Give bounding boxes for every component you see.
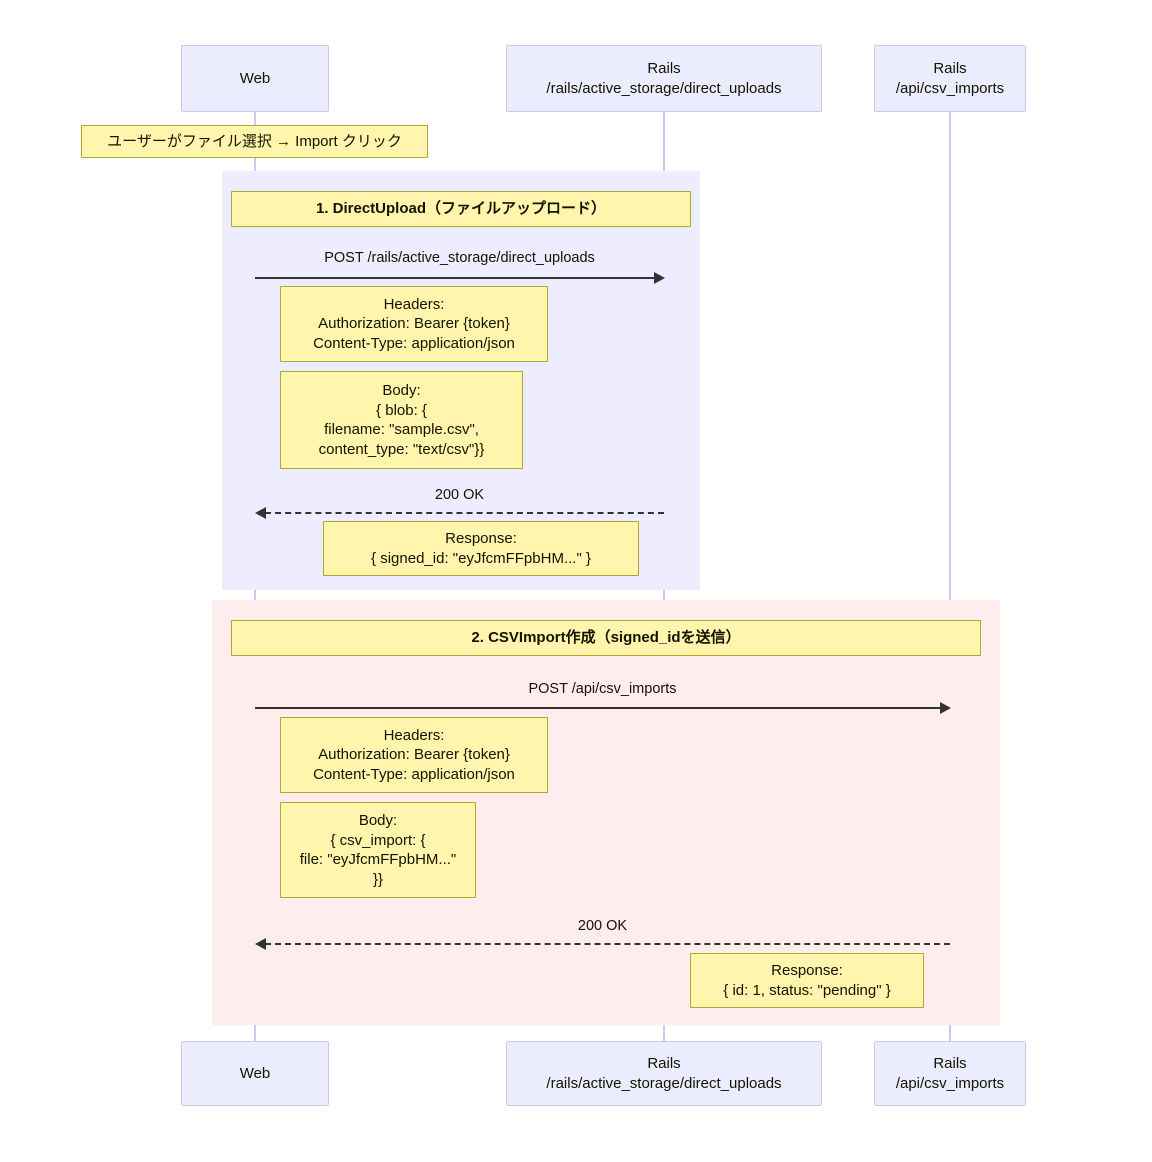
participant-direct-uploads-top-line2: /rails/active_storage/direct_uploads	[546, 79, 782, 97]
participant-web-bottom-line1: Web	[239, 1064, 271, 1082]
participant-csv-imports-bottom-line1: Rails	[933, 1054, 967, 1072]
participant-csv-imports-bottom-line2: /api/csv_imports	[895, 1074, 1005, 1092]
message-arrowhead-post-direct-uploads	[654, 272, 665, 284]
note-headers-csvimport: Headers: Authorization: Bearer {token} C…	[280, 717, 548, 793]
note-body-csvimport-line1: Body:	[358, 812, 398, 829]
note-body-direct-upload-line1: Body:	[382, 382, 421, 399]
note-response-csvimport-line2: { id: 1, status: "pending" }	[723, 981, 891, 999]
participant-direct-uploads-top-line1: Rails	[647, 59, 681, 77]
message-arrowhead-post-csv-imports	[940, 702, 951, 714]
note-response-direct-upload-line2: { signed_id: "eyJfcmFFpbHM..." }	[371, 549, 591, 567]
participant-web-top: Web	[181, 45, 329, 112]
note-response-direct-upload: Response: { signed_id: "eyJfcmFFpbHM..."…	[323, 521, 639, 576]
message-line-200-ok-direct-upload	[265, 512, 664, 514]
note-body-direct-upload-line3: filename: "sample.csv",	[324, 421, 479, 438]
participant-csv-imports-top-line2: /api/csv_imports	[895, 79, 1005, 97]
note-body-csvimport-line3: file: "eyJfcmFFpbHM..."	[299, 851, 457, 868]
message-label-200-ok-csvimport: 200 OK	[577, 918, 628, 934]
message-arrowhead-200-ok-csvimport	[255, 938, 266, 950]
note-body-direct-upload-line4: content_type: "text/csv"}}	[318, 440, 485, 458]
note-body-csvimport-line4: }}	[372, 870, 384, 888]
message-line-post-csv-imports	[255, 707, 941, 709]
note-response-csvimport: Response: { id: 1, status: "pending" }	[690, 953, 924, 1008]
note-user-action: ユーザーがファイル選択 → Import クリック	[81, 125, 428, 158]
block-label-csvimport-create: 2. CSVImport作成（signed_idを送信）	[231, 620, 981, 656]
message-label-post-direct-uploads: POST /rails/active_storage/direct_upload…	[324, 250, 595, 266]
note-headers-direct-upload-line1: Headers:	[383, 295, 445, 313]
note-body-csvimport: Body: { csv_import: { file: "eyJfcmFFpbH…	[280, 802, 476, 898]
note-body-direct-upload: Body: { blob: { filename: "sample.csv", …	[280, 371, 523, 469]
note-headers-csvimport-line3: Content-Type: application/json	[313, 765, 515, 783]
message-line-post-direct-uploads	[255, 277, 655, 279]
message-label-200-ok-direct-upload: 200 OK	[434, 487, 485, 503]
note-body-csvimport-line2: { csv_import: {	[330, 831, 426, 849]
participant-csv-imports-top: Rails /api/csv_imports	[874, 45, 1026, 112]
participant-direct-uploads-bottom: Rails /rails/active_storage/direct_uploa…	[506, 1041, 822, 1106]
message-line-200-ok-csvimport	[265, 943, 950, 945]
note-body-direct-upload-line2: { blob: {	[376, 401, 427, 419]
block-label-direct-upload: 1. DirectUpload（ファイルアップロード）	[231, 191, 691, 227]
message-label-post-csv-imports: POST /api/csv_imports	[528, 681, 677, 697]
block-label-direct-upload-text: 1. DirectUpload（ファイルアップロード）	[315, 200, 607, 218]
note-headers-csvimport-line2: Authorization: Bearer {token}	[318, 746, 510, 764]
block-label-csvimport-create-text: 2. CSVImport作成（signed_idを送信）	[471, 629, 741, 647]
note-headers-csvimport-line1: Headers:	[383, 726, 445, 744]
participant-direct-uploads-bottom-line1: Rails	[647, 1054, 681, 1072]
lifeline-csv-imports	[949, 112, 951, 1042]
note-headers-direct-upload-line3: Content-Type: application/json	[313, 334, 515, 352]
participant-web-bottom: Web	[181, 1041, 329, 1106]
note-response-direct-upload-line1: Response:	[445, 530, 517, 547]
note-headers-direct-upload-line2: Authorization: Bearer {token}	[318, 315, 510, 333]
participant-csv-imports-top-line1: Rails	[933, 59, 967, 77]
participant-csv-imports-bottom: Rails /api/csv_imports	[874, 1041, 1026, 1106]
message-arrowhead-200-ok-direct-upload	[255, 507, 266, 519]
participant-direct-uploads-bottom-line2: /rails/active_storage/direct_uploads	[546, 1074, 782, 1092]
participant-direct-uploads-top: Rails /rails/active_storage/direct_uploa…	[506, 45, 822, 112]
note-headers-direct-upload: Headers: Authorization: Bearer {token} C…	[280, 286, 548, 362]
participant-web-top-line1: Web	[239, 69, 271, 87]
note-response-csvimport-line1: Response:	[771, 962, 843, 979]
note-user-action-text: ユーザーがファイル選択 → Import クリック	[107, 132, 402, 150]
